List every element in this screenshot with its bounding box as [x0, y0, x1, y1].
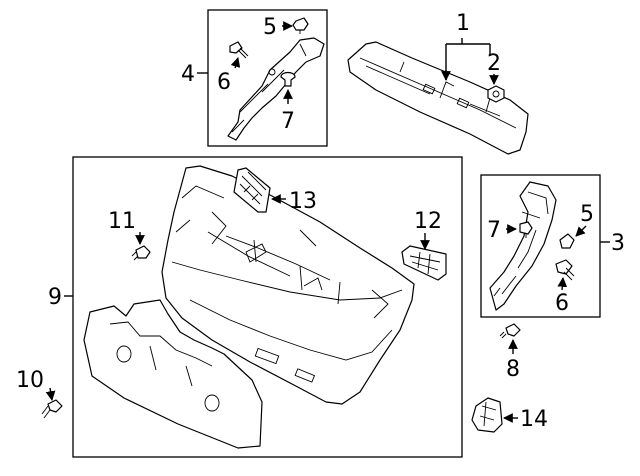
- leader-1: [445, 38, 491, 80]
- callout-6-lower: 6: [555, 291, 569, 316]
- group-box-9: [72, 156, 463, 458]
- callout-7-upper: 7: [281, 109, 295, 134]
- callout-1: 1: [456, 11, 470, 36]
- callout-4: 4: [181, 62, 195, 87]
- part-1-garnish[interactable]: [347, 41, 529, 155]
- part-7-pin-upper[interactable]: [280, 71, 296, 87]
- part-2-nut[interactable]: [487, 85, 505, 103]
- leader-10: [45, 387, 56, 401]
- part-7-pin-lower[interactable]: [519, 221, 533, 238]
- part-4-bracket[interactable]: [227, 37, 325, 141]
- leader-6a: [230, 57, 241, 69]
- callout-12: 12: [414, 209, 442, 234]
- callout-5-lower: 5: [580, 202, 594, 227]
- part-13-vent[interactable]: [233, 167, 271, 213]
- part-9-lower-board[interactable]: [83, 299, 263, 449]
- callout-8: 8: [506, 357, 520, 382]
- part-6-bolt-upper[interactable]: [229, 41, 249, 59]
- leader-5b: [575, 225, 587, 237]
- part-5-clip-upper[interactable]: [292, 17, 309, 34]
- part-8-bolt[interactable]: [499, 323, 521, 339]
- callout-5-upper: 5: [263, 15, 277, 40]
- callout-14: 14: [520, 407, 548, 432]
- callout-3: 3: [611, 231, 625, 256]
- callout-9: 9: [48, 285, 62, 310]
- part-5-clip-lower[interactable]: [559, 233, 575, 249]
- part-11-screw[interactable]: [131, 245, 151, 261]
- part-10-bolt[interactable]: [41, 399, 63, 419]
- callout-13: 13: [289, 189, 317, 214]
- callout-6-upper: 6: [217, 70, 231, 95]
- callout-10: 10: [16, 368, 44, 393]
- callout-2: 2: [487, 51, 501, 76]
- part-14-bumper[interactable]: [471, 397, 503, 433]
- leader-6b: [557, 277, 568, 291]
- part-12-vent[interactable]: [401, 245, 447, 281]
- part-3-pillar-trim[interactable]: [489, 181, 557, 311]
- callout-11: 11: [108, 209, 136, 234]
- group-box-3: [480, 174, 601, 318]
- group-box-4: [207, 9, 328, 147]
- part-9-trim-panel[interactable]: [161, 165, 415, 405]
- part-6-bolt-lower[interactable]: [555, 259, 575, 281]
- callout-7-lower: 7: [487, 218, 501, 243]
